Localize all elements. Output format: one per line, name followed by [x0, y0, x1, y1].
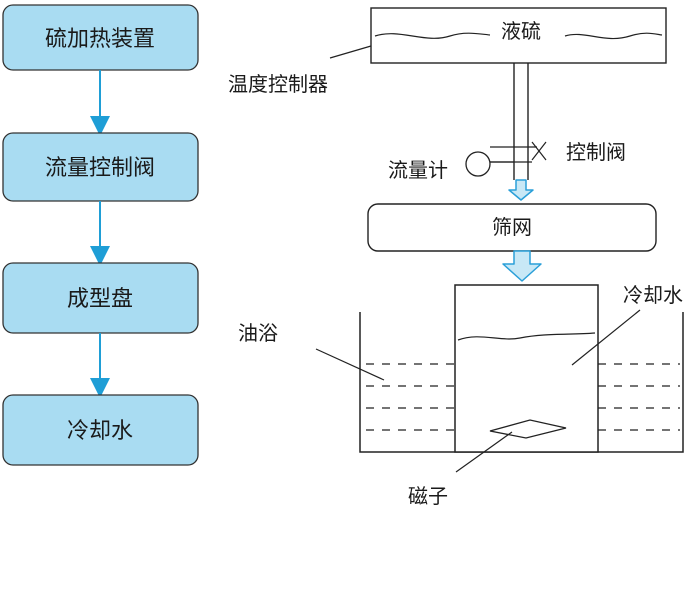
flowmeter-icon — [465, 151, 491, 177]
temperature-controller-label: 温度控制器 — [228, 72, 328, 96]
valve-x-2 — [531, 141, 547, 161]
valve-label: 控制阀 — [566, 140, 626, 164]
oil-level-dashes-left — [366, 363, 455, 431]
cooling-water-leader — [571, 309, 641, 366]
flowmeter-label: 流量计 — [388, 158, 448, 182]
flow-step-label-1: 硫加热装置 — [45, 27, 155, 52]
flow-step-box-4 — [2, 394, 199, 466]
sieve — [367, 203, 657, 252]
arrow-to-vessel — [502, 250, 542, 282]
magnet-label: 磁子 — [408, 484, 448, 508]
oil-bath-leader — [315, 348, 385, 381]
flow-step-label-2: 流量控制阀 — [45, 156, 155, 181]
tank-liquid-surface-right — [564, 32, 663, 40]
liquid-sulfur-tank — [370, 7, 667, 64]
flow-step-label-3: 成型盘 — [67, 287, 133, 312]
oil-level-dashes-right — [598, 363, 680, 431]
temperature-controller-leader — [329, 45, 372, 59]
flow-step-label-4: 冷却水 — [67, 419, 133, 444]
magnet-leader — [455, 431, 513, 473]
cooling-water-surface — [457, 332, 596, 341]
cooling-water-label: 冷却水 — [623, 283, 683, 307]
tank-label: 液硫 — [501, 19, 541, 43]
oil-bath-label: 油浴 — [238, 321, 278, 345]
apparatus: 液硫 温度控制器 控制阀 流量计 筛网 — [228, 7, 684, 508]
sieve-label: 筛网 — [492, 215, 532, 239]
arrow-to-sieve — [508, 179, 534, 201]
tank-liquid-surface-left — [374, 32, 491, 39]
flowchart: 硫加热装置 流量控制阀 成型盘 冷却水 — [2, 4, 199, 466]
